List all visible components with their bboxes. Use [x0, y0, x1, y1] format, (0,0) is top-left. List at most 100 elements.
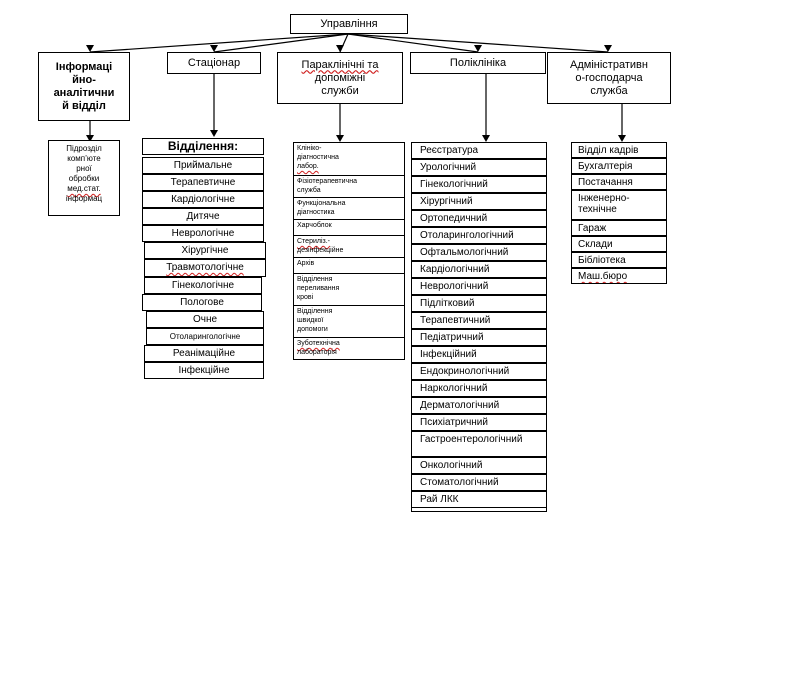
service-line: Відділення — [297, 308, 333, 315]
info-dept-header: Інформаці йно- аналітични й відділ — [38, 52, 130, 121]
service-line: діагностика — [297, 209, 335, 216]
info-header-line: аналітични — [53, 86, 115, 99]
service-line: Зуботехнічна — [297, 340, 340, 347]
service-item: Відділення швидкої допомоги — [294, 305, 404, 337]
info-header-line: й відділ — [62, 99, 106, 112]
service-line: лабор. — [297, 163, 319, 170]
service-line: Архів — [297, 260, 315, 267]
policlinic-dept-item: Дерматологічний — [411, 397, 547, 414]
policlinic-dept-item: Психіатричний — [411, 414, 547, 431]
policlinic-dept-item: Офтальмологічний — [411, 244, 547, 261]
admin-unit-item: Відділ кадрів — [571, 142, 667, 158]
service-line: Функціональна — [297, 200, 346, 207]
service-line: крові — [297, 294, 314, 301]
service-item: Архів — [294, 257, 404, 273]
paraclinic-header-line: Параклінічні та — [301, 58, 379, 71]
admin-header-line: о-господарча — [575, 71, 643, 84]
policlinic-dept-item: Неврологічний — [411, 278, 547, 295]
service-item: Стериліз.- дезінфекційне — [294, 235, 404, 257]
admin-unit-item: Маш.бюро — [571, 268, 667, 284]
department-item: Пологове — [142, 294, 262, 311]
admin-service-header: Адміністративн о-господарча служба — [547, 52, 671, 104]
service-line: дезінфекційне — [297, 247, 344, 254]
policlinic-dept-item: Ортопедичний — [411, 210, 547, 227]
root-label: Управління — [320, 17, 378, 30]
admin-header-line: Адміністративн — [570, 58, 648, 71]
service-line: лабораторія — [297, 349, 337, 356]
policlinic-dept-item: Педіатричний — [411, 329, 547, 346]
service-item: Функціональна діагностика — [294, 197, 404, 219]
service-line: діагностична — [297, 154, 339, 161]
admin-unit-item: Бухгалтерія — [571, 158, 667, 174]
policlinic-dept-item: Підлітковий — [411, 295, 547, 312]
admin-unit-item: Гараж — [571, 220, 667, 236]
sub-line: обробки — [68, 174, 100, 183]
admin-unit-item: Постачання — [571, 174, 667, 190]
computer-processing-unit: Підрозділ комп’юте рної обробки мед.стат… — [48, 140, 120, 216]
policlinic-dept-item: Кардіологічний — [411, 261, 547, 278]
paraclinic-header-line: служби — [321, 84, 359, 97]
service-line: Відділення — [297, 276, 333, 283]
admin-unit-label: Маш.бюро — [578, 271, 628, 282]
admin-unit-item: Склади — [571, 236, 667, 252]
policlinic-dept-item: Ендокринологічний — [411, 363, 547, 380]
department-item: Дитяче — [142, 208, 264, 225]
sub-line: мед.стат. — [67, 184, 101, 193]
admin-unit-item: Бібліотека — [571, 252, 667, 268]
policlinic-dept-item: Реєстратура — [411, 142, 547, 159]
service-line: швидкої — [297, 317, 324, 324]
paraclinic-header: Параклінічні та допоміжні служби — [277, 52, 403, 104]
stationar-header: Стаціонар — [167, 52, 261, 74]
department-item: Хірургічне — [144, 242, 266, 259]
department-item: Кардіологічне — [142, 191, 264, 208]
root-management-box: Управління — [290, 14, 408, 34]
department-item: Неврологічне — [142, 225, 264, 242]
service-item: Фізіотерапевтична служба — [294, 175, 404, 197]
department-item: Терапевтичне — [142, 174, 264, 191]
paraclinic-services-list: Клініко- діагностична лабор. Фізіотерапе… — [293, 142, 405, 360]
stationar-header-label: Стаціонар — [187, 56, 241, 69]
policlinic-dept-item: Урологічний — [411, 159, 547, 176]
departments-title: Відділення: — [142, 138, 264, 155]
admin-unit-item: Інженерно-технічне — [571, 190, 667, 220]
service-line: Харчоблок — [297, 222, 332, 229]
policlinic-dept-item: Отоларингологічний — [411, 227, 547, 244]
service-item: Зуботехнічна лабораторія — [294, 337, 404, 359]
policlinic-dept-item: Хірургічний — [411, 193, 547, 210]
sub-line: рної — [76, 164, 92, 173]
department-item: Гінекологічне — [144, 277, 262, 294]
service-line: Клініко- — [297, 145, 322, 152]
sub-line: інформац — [65, 194, 103, 203]
service-item: Харчоблок — [294, 219, 404, 235]
info-header-line: йно- — [72, 73, 96, 86]
service-item: Відділення переливання крові — [294, 273, 404, 305]
department-item: Очне — [146, 311, 264, 328]
info-header-line: Інформаці — [55, 60, 113, 73]
department-item: Отоларингологічне — [146, 328, 264, 345]
policlinic-dept-item: Терапевтичний — [411, 312, 547, 329]
service-line: переливання — [297, 285, 340, 292]
paraclinic-header-line: допоміжні — [314, 71, 366, 84]
policlinic-dept-item: Рай ЛКК — [411, 491, 547, 508]
policlinic-header-label: Поліклініка — [449, 56, 507, 69]
service-line: Фізіотерапевтична — [297, 178, 357, 185]
department-label: Травмотологічне — [166, 262, 244, 273]
sub-line: Підрозділ — [66, 144, 102, 153]
department-item: Реанімаційне — [144, 345, 264, 362]
service-line: допомоги — [297, 326, 328, 333]
admin-header-line: служба — [590, 84, 628, 97]
policlinic-dept-item: Гінекологічний — [411, 176, 547, 193]
policlinic-header: Поліклініка — [410, 52, 546, 74]
policlinic-dept-item: Наркологічний — [411, 380, 547, 397]
policlinic-dept-item: Інфекційний — [411, 346, 547, 363]
policlinic-dept-item: Стоматологічний — [411, 474, 547, 491]
policlinic-dept-item: Гастроентерологічний — [411, 431, 547, 457]
service-line: Стериліз.- — [297, 238, 331, 245]
department-item: Приймальне — [142, 157, 264, 174]
service-item: Клініко- діагностична лабор. — [294, 143, 404, 175]
service-line: служба — [297, 187, 321, 194]
department-item: Травмотологічне — [144, 259, 266, 277]
policlinic-dept-item: Онкологічний — [411, 457, 547, 474]
sub-line: комп’юте — [67, 154, 101, 163]
